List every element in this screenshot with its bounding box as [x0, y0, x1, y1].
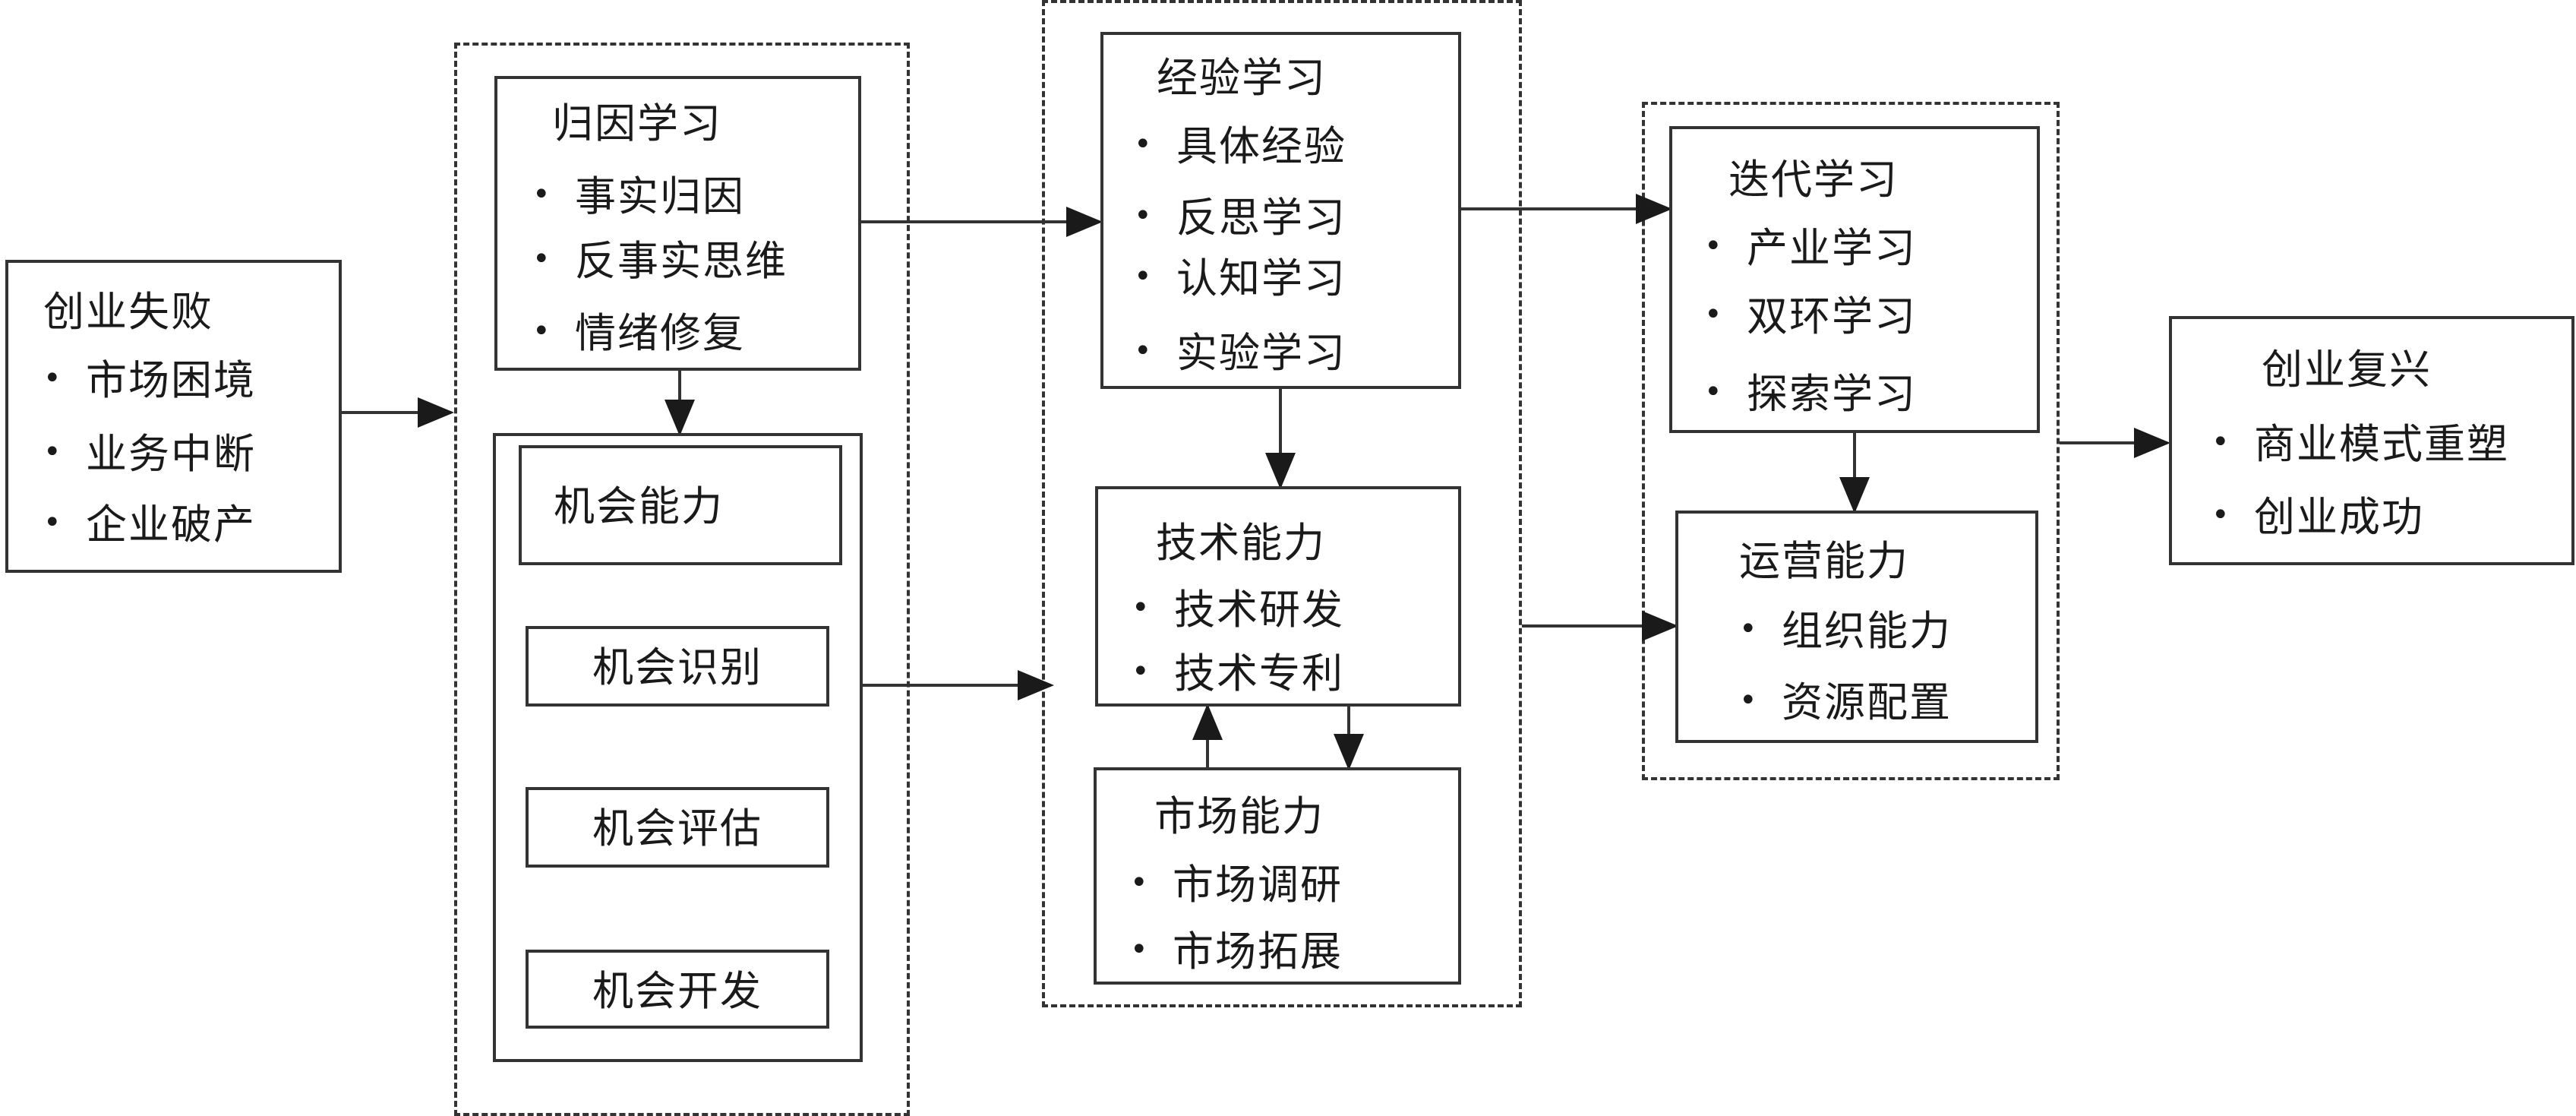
market-item: 市场拓展	[1130, 931, 1343, 972]
technology-capability-box: 技术能力 技术研发 技术专利	[1095, 486, 1461, 707]
opportunity-evaluate-box: 机会评估	[526, 787, 829, 868]
market-item: 市场调研	[1130, 865, 1343, 906]
failure-item: 企业破产	[43, 504, 256, 545]
technology-item: 技术专利	[1132, 653, 1344, 694]
iteration-item: 双环学习	[1704, 296, 1917, 337]
opportunity-capability-title-box: 机会能力	[519, 445, 842, 565]
operation-item: 组织能力	[1739, 611, 1952, 652]
iteration-learning-box: 迭代学习 产业学习 双环学习 探索学习	[1669, 126, 2040, 433]
experience-learning-title: 经验学习	[1157, 54, 1327, 102]
attribution-item: 反事实思维	[532, 241, 788, 282]
failure-item: 市场困境	[43, 360, 256, 401]
iteration-item: 产业学习	[1704, 228, 1917, 269]
operation-item: 资源配置	[1739, 682, 1952, 723]
revival-item: 创业成功	[2211, 497, 2424, 538]
attribution-item: 事实归因	[532, 176, 745, 217]
revival-title: 创业复兴	[2262, 346, 2432, 394]
market-capability-title: 市场能力	[1154, 792, 1324, 840]
stage-one-group	[454, 43, 910, 1116]
opportunity-develop-box: 机会开发	[526, 950, 829, 1029]
opportunity-capability-title: 机会能力	[554, 482, 724, 530]
operation-capability-box: 运营能力 组织能力 资源配置	[1675, 511, 2038, 743]
opportunity-identify-label: 机会识别	[592, 643, 762, 691]
iteration-item: 探索学习	[1704, 374, 1917, 415]
failure-box: 创业失败 市场困境 业务中断 企业破产	[5, 260, 342, 573]
attribution-item: 情绪修复	[532, 313, 745, 354]
opportunity-develop-label: 机会开发	[592, 967, 762, 1015]
opportunity-identify-box: 机会识别	[526, 626, 829, 707]
iteration-learning-title: 迭代学习	[1728, 156, 1899, 204]
opportunity-evaluate-label: 机会评估	[592, 805, 762, 852]
experience-item: 认知学习	[1134, 258, 1346, 299]
experience-item: 具体经验	[1134, 126, 1346, 167]
technology-item: 技术研发	[1132, 590, 1344, 631]
failure-title: 创业失败	[43, 288, 213, 336]
failure-item: 业务中断	[43, 434, 256, 475]
stage-three-group	[1642, 102, 2060, 780]
attribution-learning-title: 归因学习	[552, 100, 722, 147]
experience-item: 反思学习	[1134, 198, 1346, 239]
operation-capability-title: 运营能力	[1739, 537, 1909, 585]
experience-learning-box: 经验学习 具体经验 反思学习 认知学习 实验学习	[1100, 32, 1461, 389]
revival-box: 创业复兴 商业模式重塑 创业成功	[2169, 316, 2574, 565]
attribution-learning-box: 归因学习 事实归因 反事实思维 情绪修复	[494, 76, 861, 371]
stage-two-group	[1042, 0, 1522, 1007]
market-capability-box: 市场能力 市场调研 市场拓展	[1094, 767, 1461, 985]
revival-item: 商业模式重塑	[2211, 424, 2509, 465]
technology-capability-title: 技术能力	[1156, 519, 1326, 567]
experience-item: 实验学习	[1134, 333, 1346, 374]
